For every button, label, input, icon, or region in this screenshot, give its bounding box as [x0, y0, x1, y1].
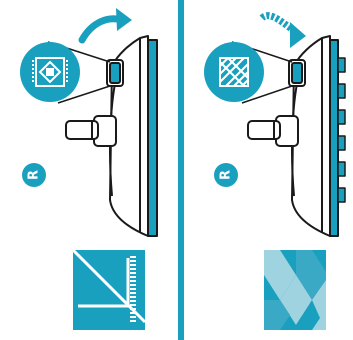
region-badge: R	[22, 163, 46, 187]
rotate-arrow-icon	[78, 8, 132, 44]
carpet-edge-icon	[71, 248, 147, 330]
hard-floor-mode-inset	[204, 42, 264, 102]
rug-icon	[32, 57, 68, 87]
rug-mode-inset	[20, 42, 80, 102]
badge-label: R	[27, 170, 42, 180]
nozzle-head	[65, 35, 158, 237]
badge-label-right: R	[219, 170, 234, 180]
right-panel: R	[204, 12, 346, 330]
left-panel: R	[20, 8, 158, 330]
tile-floor-icon	[264, 250, 326, 330]
region-badge-right: R	[214, 163, 238, 187]
rotate-arrow-dashed-icon	[259, 12, 306, 48]
hard-floor-icon	[219, 57, 249, 87]
nozzle-head-right	[247, 35, 346, 237]
panel-divider	[178, 0, 184, 340]
